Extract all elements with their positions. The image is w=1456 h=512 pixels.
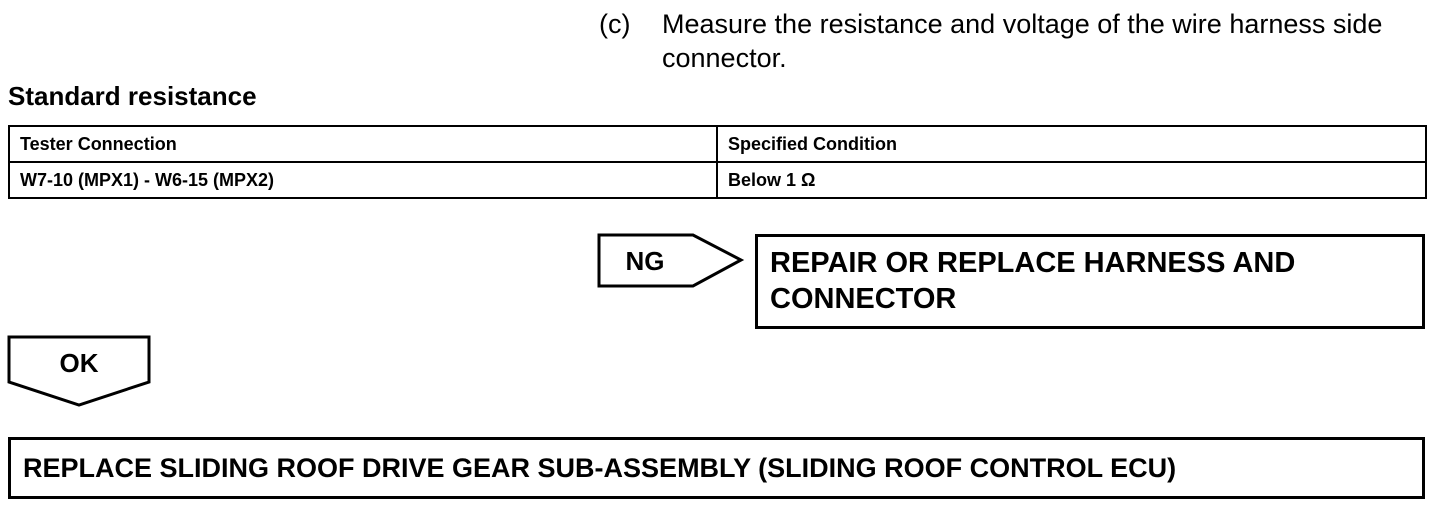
column-header-specified-condition: Specified Condition: [716, 125, 1427, 163]
ng-label: NG: [625, 246, 665, 276]
table-row: W7-10 (MPX1) - W6-15 (MPX2) Below 1 Ω: [8, 161, 1427, 199]
specified-condition-cell: Below 1 Ω: [716, 161, 1427, 199]
ng-action-box: REPAIR OR REPLACE HARNESS AND CONNECTOR: [755, 234, 1425, 329]
step-label: (c): [599, 9, 631, 39]
final-action-box: REPLACE SLIDING ROOF DRIVE GEAR SUB-ASSE…: [8, 437, 1425, 499]
tester-connection-cell: W7-10 (MPX1) - W6-15 (MPX2): [8, 161, 718, 199]
ok-arrow-shape: [7, 335, 151, 407]
step-instruction: Measure the resistance and voltage of th…: [662, 9, 1383, 73]
ok-label: OK: [59, 348, 99, 378]
section-heading: Standard resistance: [8, 81, 257, 111]
ng-arrow-shape: [597, 233, 745, 288]
table-header-row: Tester Connection Specified Condition: [8, 125, 1427, 163]
column-header-tester-connection: Tester Connection: [8, 125, 718, 163]
standard-resistance-table: Tester Connection Specified Condition W7…: [8, 125, 1427, 199]
